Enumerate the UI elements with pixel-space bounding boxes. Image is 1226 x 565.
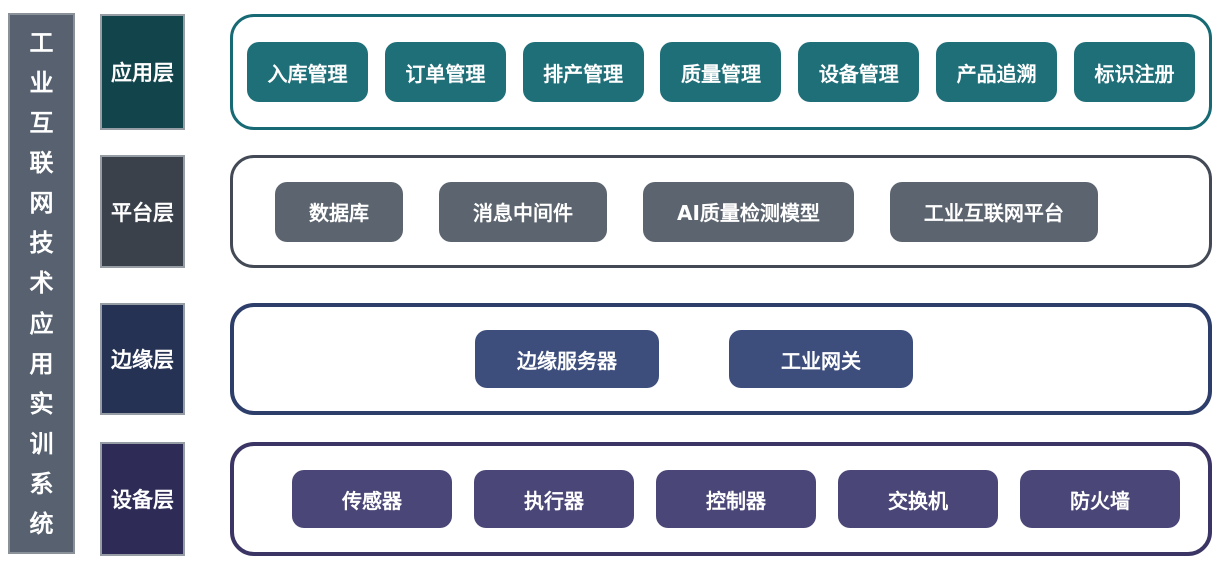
module-chip: 数据库 (275, 181, 403, 242)
title-character: 业 (29, 69, 54, 98)
layer-container-application: 入库管理 订单管理 排产管理 质量管理 设备管理 产品追溯 标识注册 (230, 14, 1212, 130)
title-character: 用 (29, 349, 54, 378)
module-chip: 工业互联网平台 (889, 181, 1098, 242)
title-character: 术 (29, 269, 54, 298)
module-chip: AI质量检测模型 (643, 181, 854, 242)
module-chip: 工业网关 (729, 330, 913, 388)
title-character: 训 (29, 429, 54, 458)
title-character: 网 (29, 189, 54, 218)
layer-label-device: 设备层 (100, 442, 185, 556)
title-character: 技 (29, 229, 54, 258)
module-chip: 边缘服务器 (475, 330, 659, 388)
title-character: 联 (29, 149, 54, 178)
layer-row-application: 应用层 入库管理 订单管理 排产管理 质量管理 设备管理 产品追溯 标识注册 (100, 14, 1212, 130)
module-chip: 产品追溯 (936, 42, 1058, 102)
layer-row-platform: 平台层 数据库 消息中间件 AI质量检测模型 工业互联网平台 (100, 155, 1212, 268)
layer-label-application: 应用层 (100, 14, 185, 130)
layer-container-device: 传感器 执行器 控制器 交换机 防火墙 (230, 442, 1212, 556)
module-chip: 设备管理 (798, 42, 920, 102)
module-chip: 交换机 (838, 470, 998, 528)
module-chip: 排产管理 (522, 42, 644, 102)
module-chip: 消息中间件 (439, 181, 607, 242)
module-chip: 执行器 (474, 470, 634, 528)
title-character: 系 (29, 469, 54, 498)
module-chip: 控制器 (656, 470, 816, 528)
title-character: 统 (29, 509, 54, 538)
title-character: 应 (29, 309, 54, 338)
module-chip: 传感器 (292, 470, 452, 528)
title-character: 实 (29, 389, 54, 418)
layer-label-edge: 边缘层 (100, 303, 185, 415)
title-character: 工 (29, 29, 54, 58)
layer-row-edge: 边缘层 边缘服务器 工业网关 (100, 303, 1212, 415)
title-character: 互 (29, 109, 54, 138)
layer-container-platform: 数据库 消息中间件 AI质量检测模型 工业互联网平台 (230, 155, 1212, 268)
system-title-vertical-bar: 工业互联网技术应用实训系统 (8, 13, 75, 554)
module-chip: 订单管理 (384, 42, 506, 102)
layer-row-device: 设备层 传感器 执行器 控制器 交换机 防火墙 (100, 442, 1212, 556)
module-chip: 标识注册 (1073, 42, 1195, 102)
module-chip: 入库管理 (247, 42, 368, 102)
layer-container-edge: 边缘服务器 工业网关 (230, 303, 1212, 415)
module-chip: 质量管理 (660, 42, 782, 102)
module-chip: 防火墙 (1020, 470, 1180, 528)
layer-label-platform: 平台层 (100, 155, 185, 268)
